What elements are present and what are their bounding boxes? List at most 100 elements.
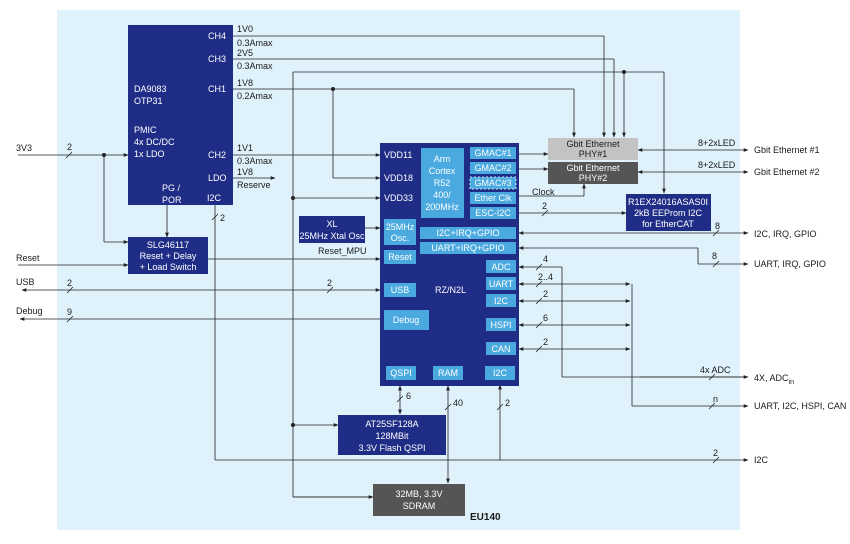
out-i2c: I2C: [754, 455, 769, 465]
xtal-line2: 25MHz Xtal Osc: [299, 231, 365, 241]
soc-ram: RAM: [438, 368, 458, 378]
soc-qspi: QSPI: [390, 368, 412, 378]
bw-i2c-irq: 8: [715, 221, 720, 231]
xtal-line1: XL: [326, 219, 337, 229]
signal-reset-mpu: Reset_MPU: [318, 246, 367, 256]
out-uart-i2c: UART, I2C, HSPI, CAN: [754, 401, 846, 411]
soc-hspi: HSPI: [490, 320, 511, 330]
bw-usb-ext: 2: [67, 278, 72, 288]
out-eth2: Gbit Ethernet #2: [754, 167, 820, 177]
sdram-block: 32MB, 3.3V SDRAM: [373, 484, 465, 516]
soc-vdd33: VDD33: [384, 193, 413, 203]
bw-qspi: 6: [406, 391, 411, 401]
bw-ram: 40: [453, 398, 463, 408]
out-eth1: Gbit Ethernet #1: [754, 145, 820, 155]
pmic-desc3: 1x LDO: [134, 149, 165, 159]
soc-vdd11: VDD11: [384, 150, 412, 160]
rail-ch3-voltage: 2V5: [237, 48, 253, 58]
bw-adc: 4: [543, 254, 548, 264]
soc-cpu-4: 400/: [433, 190, 451, 200]
soc-reset: Reset: [388, 252, 412, 262]
rail-ch4-voltage: 1V0: [237, 24, 253, 34]
slg-line1: SLG46117: [147, 240, 189, 250]
soc-can: CAN: [491, 344, 510, 354]
rail-ldo-voltage: 1V8: [237, 167, 253, 177]
soc-vdd18: VDD18: [384, 173, 413, 183]
rail-ch4-current: 0.3Amax: [237, 38, 273, 48]
bw-uart: 2..4: [538, 272, 553, 282]
soc-esc-i2c: ESC-I2C: [475, 208, 511, 218]
rail-ch1-current: 0.2Amax: [237, 91, 273, 101]
out-adc: 4X, ADCin: [754, 373, 794, 386]
soc-uart-irq-gpio: UART+IRQ+GPIO: [431, 243, 504, 253]
slg-line2: Reset + Delay: [140, 251, 197, 261]
phy2-line1: Gbit Ethernet: [566, 163, 620, 173]
soc-gmac2: GMAC#2: [474, 163, 511, 173]
soc-ether-clk: Ether Clk: [474, 193, 512, 203]
rail-ldo-current: Reserve: [237, 180, 271, 190]
bw-eth1: 8+2xLED: [698, 138, 736, 148]
out-i2c-irq-gpio: I2C, IRQ, GPIO: [754, 229, 817, 239]
signal-debug: Debug: [16, 306, 43, 316]
bw-usb-int: 2: [327, 278, 332, 288]
pmic-block: DA9083 OTP31 PMIC 4x DC/DC 1x LDO PG / P…: [128, 25, 233, 205]
eeprom-line2: 2kB EEProm I2C: [634, 208, 703, 218]
soc-gmac3: GMAC#3: [474, 178, 511, 188]
flash-line2: 128MBit: [375, 431, 409, 441]
slg-block: SLG46117 Reset + Delay + Load Switch: [128, 237, 208, 274]
soc-osc1: 25MHz: [386, 222, 415, 232]
bw-adc-out: 4x ADC: [700, 365, 731, 375]
bw-i2c-out: 2: [713, 448, 718, 458]
soc-cpu-1: Arm: [434, 154, 451, 164]
bw-uart-out: n: [713, 394, 718, 404]
pmic-ch3: CH3: [208, 54, 226, 64]
xtal-block: XL 25MHz Xtal Osc: [299, 216, 365, 243]
bw-pmic-i2c: 2: [220, 213, 225, 223]
soc-i2c-irq-gpio: I2C+IRQ+GPIO: [436, 228, 499, 238]
flash-line3: 3.3V Flash QSPI: [358, 443, 425, 453]
bw-debug: 9: [67, 307, 72, 317]
out-uart-irq-gpio: UART, IRQ, GPIO: [754, 259, 826, 269]
eeprom-line3: for EtherCAT: [642, 219, 694, 229]
soc-uart: UART: [489, 279, 514, 289]
out-adc-main: 4X, ADC: [754, 373, 789, 383]
bw-i2c-mid: 2: [543, 289, 548, 299]
soc-gmac1: GMAC#1: [474, 148, 511, 158]
eeprom-line1: R1EX24016ASAS0I: [628, 197, 708, 207]
pmic-pg1: PG /: [162, 183, 181, 193]
signal-clock: Clock: [532, 187, 555, 197]
soc-cpu-3: R52: [434, 178, 451, 188]
phy1-line1: Gbit Ethernet: [566, 139, 620, 149]
eeprom-block: R1EX24016ASAS0I 2kB EEProm I2C for Ether…: [626, 194, 711, 231]
bw-hspi: 6: [543, 313, 548, 323]
signal-usb: USB: [16, 277, 35, 287]
bw-eth2: 8+2xLED: [698, 160, 736, 170]
soc-cpu-2: Cortex: [429, 166, 456, 176]
phy1-block: Gbit Ethernet PHY#1: [548, 138, 638, 160]
slg-line3: + Load Switch: [140, 262, 197, 272]
bw-3v3: 2: [67, 142, 72, 152]
bw-can: 2: [543, 337, 548, 347]
soc-debug: Debug: [393, 315, 420, 325]
soc-i2c: I2C: [494, 296, 509, 306]
out-adc-sub: in: [789, 379, 795, 386]
flash-line1: AT25SF128A: [365, 419, 418, 429]
flash-block: AT25SF128A 128MBit 3.3V Flash QSPI: [338, 415, 446, 455]
pmic-title1: DA9083: [134, 84, 167, 94]
pmic-i2c: I2C: [207, 193, 222, 203]
soc-adc: ADC: [491, 262, 511, 272]
rail-ch3-current: 0.3Amax: [237, 61, 273, 71]
pmic-pg2: POR: [162, 195, 182, 205]
rail-ch2-current: 0.3Amax: [237, 156, 273, 166]
sdram-line1: 32MB, 3.3V: [395, 489, 442, 499]
pmic-ch4: CH4: [208, 31, 226, 41]
pmic-ch2: CH2: [208, 150, 226, 160]
soc-name: RZ/N2L: [435, 285, 466, 295]
phy2-block: Gbit Ethernet PHY#2: [548, 162, 638, 184]
pmic-desc2: 4x DC/DC: [134, 137, 175, 147]
soc-block: VDD11 VDD18 VDD33 Arm Cortex R52 400/ 20…: [380, 143, 519, 386]
pmic-ldo: LDO: [208, 173, 227, 183]
pmic-desc1: PMIC: [134, 125, 157, 135]
soc-osc2: Osc.: [391, 233, 410, 243]
